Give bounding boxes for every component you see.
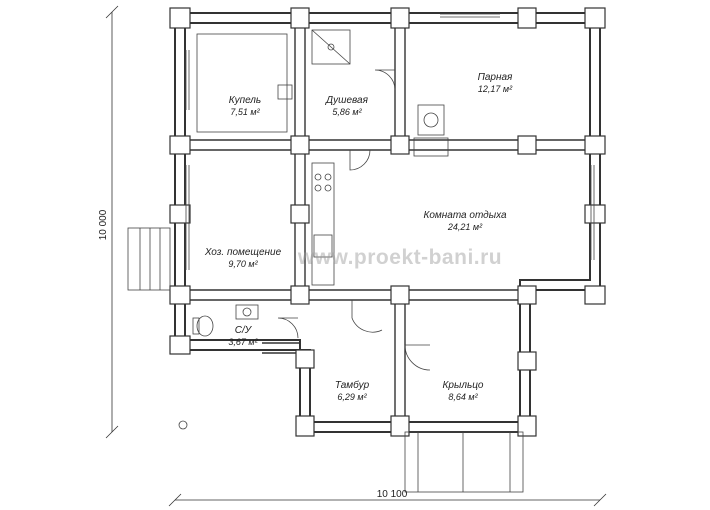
survey-marker [178,420,188,430]
sauna-stove [417,104,445,136]
toilet [196,315,214,337]
room-label-dushevaya: Душевая [325,95,369,106]
room-area-tambur: 6,29 м² [337,392,367,402]
room-area-su: 3,67 м² [228,337,258,347]
stairs-left [127,227,171,291]
watermark: www.proekt-bani.ru [297,246,502,269]
room-label-komnata: Комната отдыха [423,210,506,221]
room-area-parnaya: 12,17 м² [478,84,513,94]
room-label-tambur: Тамбур [335,379,370,391]
stairs-bottom [404,431,524,493]
kitchen-counter [311,162,335,286]
room-label-kryltso: Крыльцо [443,380,484,391]
room-area-komnata: 24,21 м² [447,222,483,232]
interior-walls [185,23,590,422]
width-dimension: 10 100 [377,489,408,500]
room-label-kupel: Купель [229,95,261,106]
windows [185,13,595,270]
log-corners [169,7,606,437]
room-label-hoz: Хоз. помещение [204,247,282,258]
room-area-dushevaya: 5,86 м² [332,107,362,117]
sink [235,304,259,320]
room-area-kryltso: 8,64 м² [448,392,478,402]
room-area-kupel: 7,51 м² [230,107,260,117]
height-dimension: 10 000 [98,209,109,240]
room-area-hoz: 9,70 м² [228,259,258,269]
shower-tray [311,29,351,65]
pool [196,33,288,133]
dimension-lines [105,5,607,507]
doors [277,69,431,371]
room-label-parnaya: Парная [478,72,513,83]
fixtures [192,29,449,337]
room-label-su: С/У [235,325,253,336]
